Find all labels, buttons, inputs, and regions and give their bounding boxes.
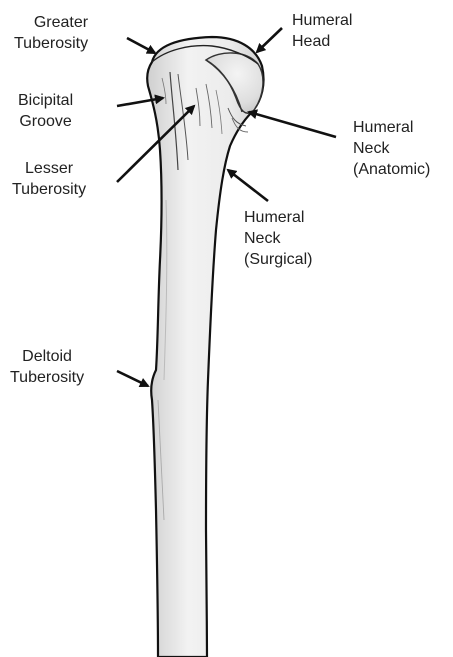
label-deltoid-tuberosity: Deltoid Tuberosity <box>10 346 84 388</box>
label-line: Head <box>292 31 352 52</box>
label-line: Tuberosity <box>10 367 84 388</box>
label-line: (Anatomic) <box>353 159 430 180</box>
label-line: Neck <box>353 138 430 159</box>
label-line: Groove <box>18 111 73 132</box>
arrow-humeral-neck-surgical <box>228 170 268 201</box>
label-line: Neck <box>244 228 312 249</box>
label-lesser-tuberosity: Lesser Tuberosity <box>12 158 86 200</box>
label-line: Humeral <box>292 10 352 31</box>
label-line: Bicipital <box>18 90 73 111</box>
label-bicipital-groove: Bicipital Groove <box>18 90 73 132</box>
label-line: Greater <box>14 12 88 33</box>
label-humeral-neck-anatomic: Humeral Neck (Anatomic) <box>353 117 430 180</box>
label-line: Humeral <box>353 117 430 138</box>
label-line: Deltoid <box>10 346 84 367</box>
label-humeral-neck-surgical: Humeral Neck (Surgical) <box>244 207 312 270</box>
arrow-greater-tuberosity <box>127 38 155 53</box>
label-humeral-head: Humeral Head <box>292 10 352 52</box>
label-line: (Surgical) <box>244 249 312 270</box>
label-line: Tuberosity <box>12 179 86 200</box>
arrow-humeral-neck-anatomic <box>249 112 336 137</box>
label-line: Humeral <box>244 207 312 228</box>
arrow-deltoid-tuberosity <box>117 371 148 386</box>
label-greater-tuberosity: Greater Tuberosity <box>14 12 88 54</box>
label-line: Lesser <box>12 158 86 179</box>
arrow-humeral-head <box>257 28 282 52</box>
label-line: Tuberosity <box>14 33 88 54</box>
